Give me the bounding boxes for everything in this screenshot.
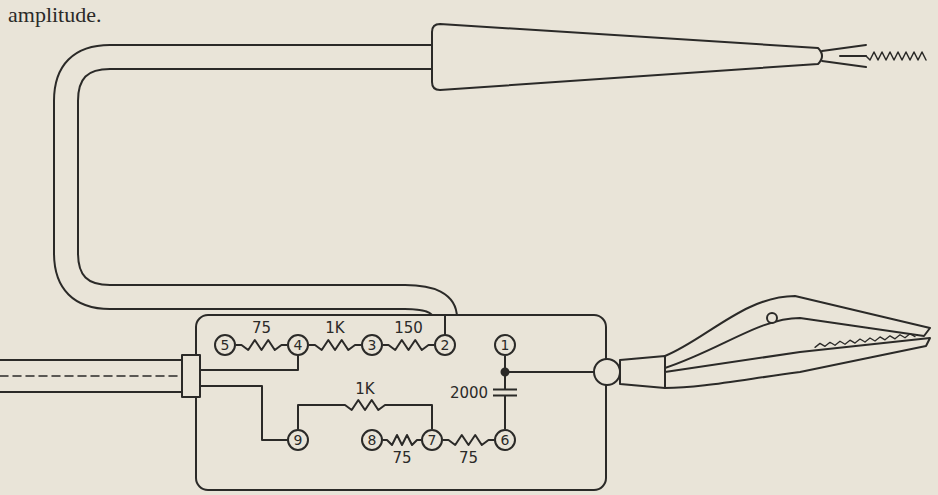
terminal-circle: 6 (494, 429, 516, 451)
component-value: 150 (392, 320, 425, 337)
capacitor-symbol (493, 356, 517, 429)
terminal-circle: 3 (361, 334, 383, 356)
terminal-number: 9 (294, 433, 303, 447)
terminal-number: 3 (368, 338, 377, 352)
probe-thread (866, 52, 926, 60)
probe-cable (66, 57, 445, 318)
wire (505, 371, 594, 373)
coax-center (0, 375, 182, 377)
clip-pivot (767, 313, 777, 323)
clip-connector (594, 359, 620, 385)
component-value: 1K (323, 320, 346, 337)
terminal-number: 6 (501, 433, 510, 447)
component-value: 75 (457, 450, 480, 467)
terminal-circle: 2 (434, 334, 456, 356)
component-value: 1K (353, 381, 376, 398)
page-text: amplitude. (8, 2, 101, 28)
component-value: 2000 (448, 384, 490, 401)
coax-sleeve (182, 355, 200, 397)
resistor-symbol (383, 340, 434, 350)
terminal-number: 8 (368, 433, 377, 447)
resistor-symbol (298, 400, 432, 429)
terminal-circle: 1 (494, 334, 516, 356)
clip-sleeve (620, 356, 665, 388)
probe-tip (822, 45, 866, 67)
terminal-number: 7 (428, 433, 437, 447)
terminal-circle: 8 (361, 429, 383, 451)
terminal-number: 5 (221, 338, 230, 352)
wire (200, 356, 298, 370)
terminal-number: 1 (501, 338, 510, 352)
clip-teeth (815, 334, 915, 348)
component-value: 75 (250, 320, 273, 337)
resistor-symbol (309, 340, 361, 350)
wire (200, 386, 287, 440)
terminal-circle: 7 (421, 429, 443, 451)
clip-lower-jaw (665, 338, 930, 388)
terminal-circle: 4 (287, 334, 309, 356)
resistor-symbol (383, 435, 421, 445)
component-value: 75 (390, 450, 413, 467)
wire (444, 315, 446, 334)
coax-cable (0, 360, 182, 392)
terminal-number: 2 (441, 338, 450, 352)
network-box (196, 315, 606, 490)
probe-body (432, 24, 822, 90)
terminal-circle: 5 (214, 334, 236, 356)
probe-cable-inner (66, 57, 445, 318)
resistor-symbol (443, 435, 494, 445)
terminal-circle: 9 (287, 429, 309, 451)
resistor-symbol (236, 340, 287, 350)
terminal-number: 4 (294, 338, 303, 352)
